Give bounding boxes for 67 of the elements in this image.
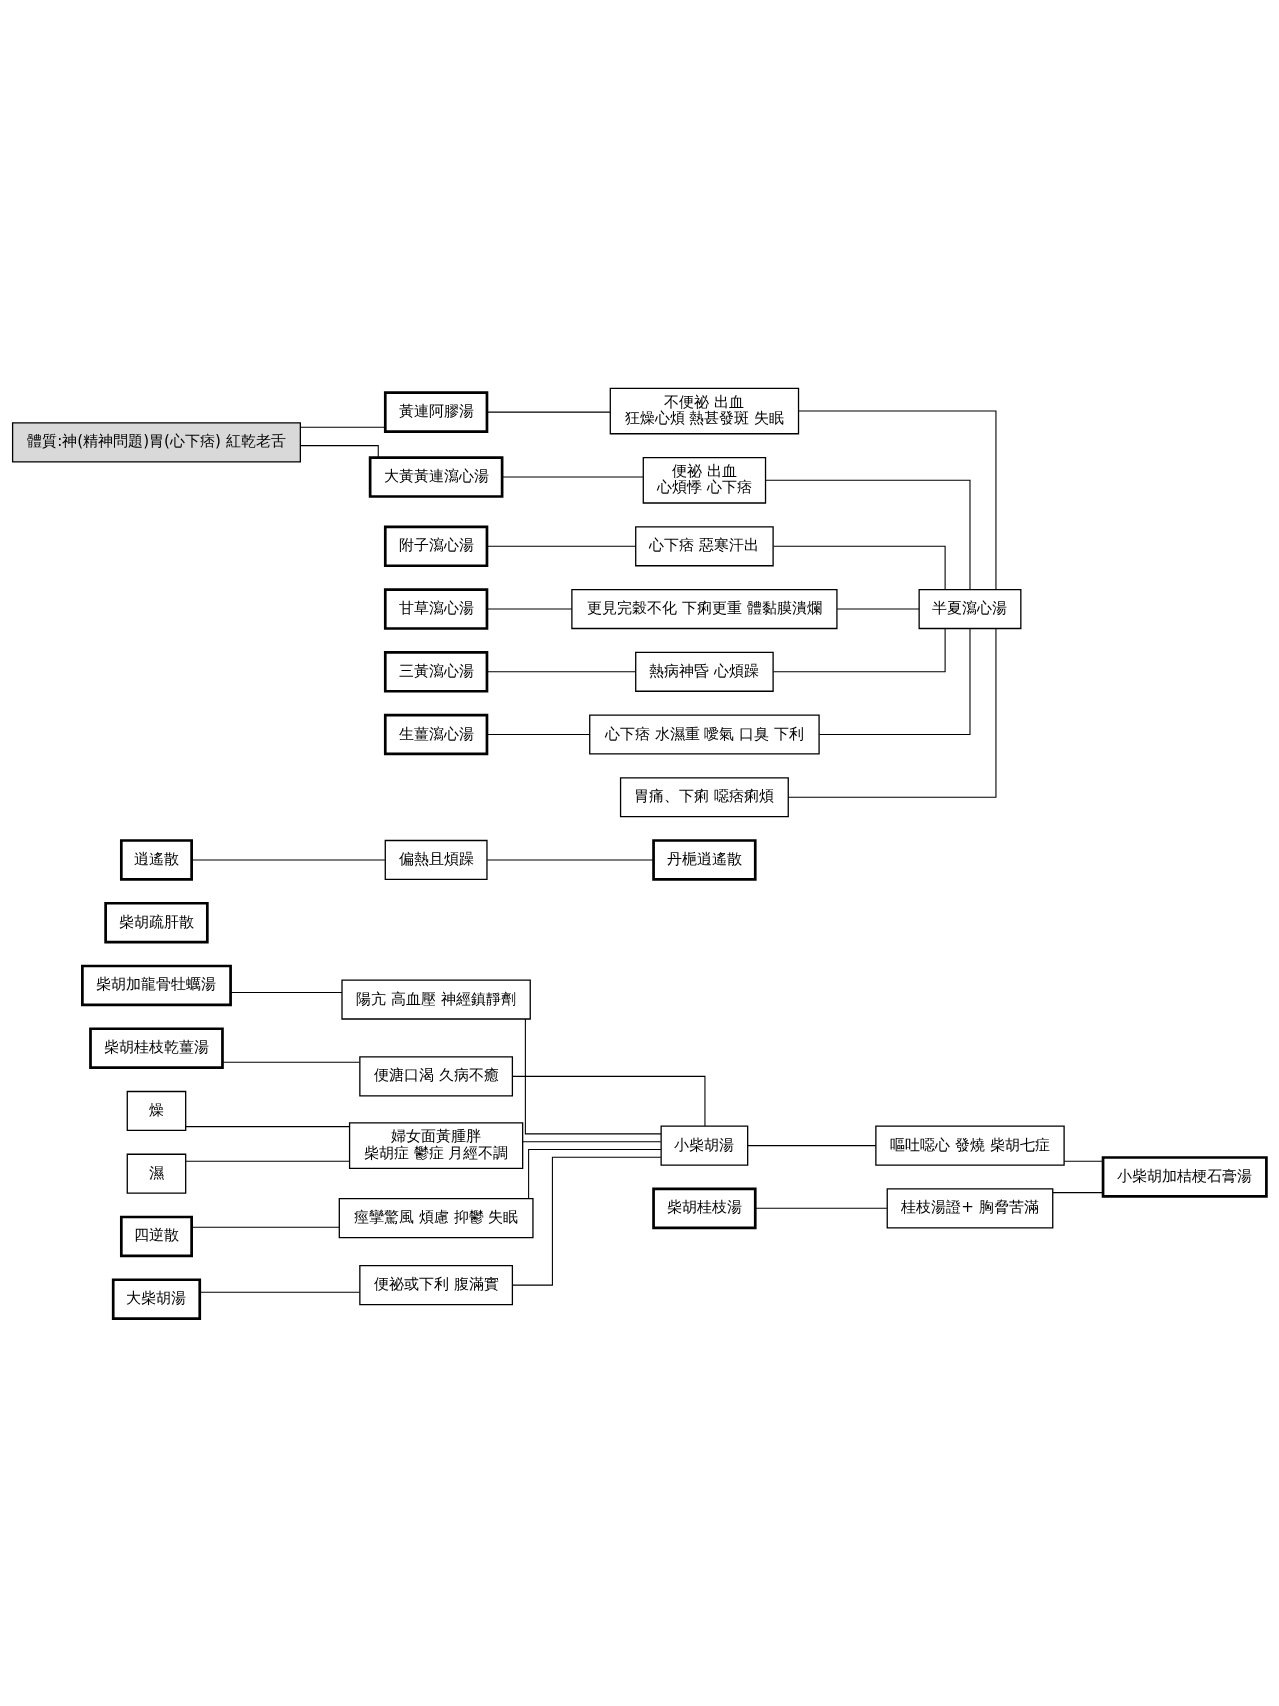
connector: [191, 1226, 340, 1228]
connector: [772, 545, 946, 590]
node-box: 丹梔逍遙散: [652, 838, 757, 881]
node-box: 胃痛、下痢 噁痞痢煩: [619, 776, 789, 817]
connector: [522, 1140, 662, 1142]
connector: [787, 627, 997, 798]
node-box: 嘔吐噁心 發燒 柴胡七症: [875, 1124, 1065, 1166]
connector: [524, 1018, 662, 1134]
node-box: 生薑瀉心湯: [383, 713, 489, 755]
connector: [747, 1144, 877, 1146]
connector: [836, 607, 920, 610]
connector: [486, 670, 636, 672]
node-box: 更見完穀不化 下痢更重 體黏膜潰爛: [571, 588, 838, 629]
node-box: 熱病神昏 心煩躁: [635, 651, 774, 692]
node-box: 便溏口渴 久病不癒: [359, 1055, 514, 1096]
node-box: 心下痞 惡寒汗出: [635, 525, 774, 566]
node-box: 陽亢 高血壓 神經鎮靜劑: [341, 978, 531, 1020]
node-box: 黃連阿膠湯: [383, 390, 489, 433]
connector: [486, 607, 573, 610]
connector: [818, 627, 971, 735]
node-box: 柴胡疏肝散: [104, 901, 209, 944]
node-box: 痙攣驚風 煩慮 抑鬱 失眠: [338, 1197, 534, 1238]
connector: [222, 1061, 360, 1063]
node-box: 濕: [126, 1153, 187, 1194]
node-box: 大黃黃連瀉心湯: [368, 455, 504, 498]
node-box: 附子瀉心湯: [383, 524, 489, 567]
node-box: 便祕或下利 腹滿實: [359, 1264, 514, 1305]
connector: [191, 858, 386, 861]
connector: [486, 545, 636, 547]
connector: [528, 1148, 662, 1199]
node-box: 半夏瀉心湯: [918, 588, 1022, 629]
node-box: 燥: [126, 1090, 187, 1131]
node-box: 桂枝湯證+ 胸脅苦滿: [886, 1187, 1054, 1228]
connector: [754, 1207, 888, 1209]
node-box: 逍遙散: [119, 838, 193, 881]
connector: [798, 410, 997, 590]
node-box: 柴胡桂枝乾薑湯: [89, 1026, 224, 1069]
node-box: 偏熱且煩躁: [384, 839, 488, 880]
node-box: 婦女面黃腫胖 柴胡症 鬱症 月經不調: [348, 1121, 524, 1169]
node-box: 柴胡加龍骨牡蠣湯: [81, 964, 232, 1006]
connector: [299, 444, 379, 458]
node-box: 三黃瀉心湯: [383, 650, 489, 693]
node-box: 不便祕 出血 狂燥心煩 熱甚發斑 失眠: [609, 387, 800, 434]
node-box: 柴胡桂枝湯: [652, 1187, 757, 1229]
connector: [1063, 1160, 1104, 1162]
connector: [511, 1075, 706, 1126]
connector: [511, 1156, 662, 1286]
node-box: 小柴胡加桔梗石膏湯: [1101, 1155, 1268, 1198]
connector: [199, 1291, 361, 1293]
connector: [765, 479, 971, 590]
node-box: 大柴胡湯: [111, 1277, 202, 1320]
connector: [185, 1125, 350, 1127]
connector: [1052, 1191, 1104, 1193]
connector: [501, 476, 644, 478]
connector: [486, 733, 591, 735]
connector: [486, 858, 655, 861]
node-box: 四逆散: [119, 1215, 193, 1257]
connector: [772, 627, 946, 672]
node-box: 便祕 出血 心煩悸 心下痞: [642, 456, 767, 504]
connector: [486, 411, 611, 413]
connector: [230, 991, 343, 993]
node-box: 小柴胡湯: [660, 1124, 749, 1166]
node-box: 甘草瀉心湯: [383, 587, 489, 630]
node-box: 心下痞 水濕重 噯氣 口臭 下利: [589, 713, 820, 755]
connector: [299, 426, 386, 428]
node-box: 體質:神(精神問題)胃(心下痞) 紅乾老舌: [11, 421, 301, 463]
connector: [185, 1160, 350, 1162]
